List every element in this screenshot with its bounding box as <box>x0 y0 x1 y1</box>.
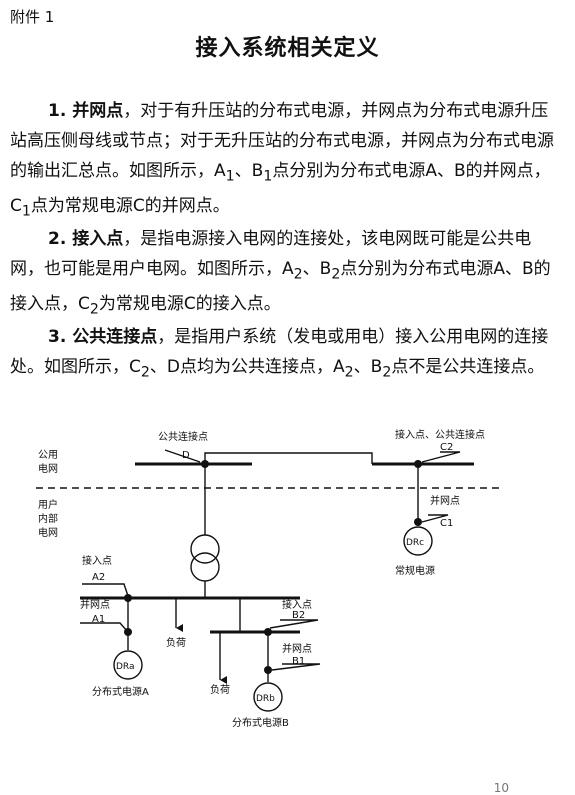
node-a1-label: A1 <box>92 614 105 625</box>
bus-connector <box>204 452 373 464</box>
node-c1-dot <box>414 518 422 526</box>
transformer-winding-upper <box>190 534 220 564</box>
user-grid-label-3: 电网 <box>38 526 58 539</box>
page-number: 10 <box>493 781 509 795</box>
definition-paragraph-3: 3. 公共连接点，是指用户系统（发电或用电）接入公用电网的连接处。如图所示，C2… <box>10 322 565 387</box>
leader-b2 <box>269 619 319 629</box>
source-c-caption: 常规电源 <box>395 564 435 577</box>
connection-diagram: 公用 电网 用户 内部 电网 公共连接点 D 接入点、公共连接点 C2 并网点 … <box>36 428 500 729</box>
source-b-caption: 分布式电源B <box>232 716 289 729</box>
node-b2-dot <box>264 628 272 636</box>
leader-a1 <box>80 622 129 633</box>
node-a2-dot <box>124 594 132 602</box>
node-b1-dot <box>264 666 272 674</box>
definition-body-2: ，是指电源接入电网的连接处，该电网既可能是公共电网，也可能是用户电网。如图所示，… <box>10 229 551 318</box>
node-b1-label: B1 <box>292 656 305 667</box>
transformer-winding-lower <box>190 552 220 582</box>
term-access-point: 2. 接入点 <box>48 229 124 249</box>
node-d-label: D <box>182 450 190 461</box>
node-d-dot <box>201 460 209 468</box>
node-c2-dot <box>414 460 422 468</box>
leader-b1 <box>271 663 321 671</box>
definition-body-3: ，是指用户系统（发电或用电）接入公用电网的连接处。如图所示，C2、D点均为公共连… <box>10 327 549 381</box>
public-grid-label-1: 公用 <box>38 450 58 461</box>
public-grid-label-2: 电网 <box>38 462 58 475</box>
grid-connection-label-b: 并网点 <box>282 642 312 655</box>
source-a-circle <box>113 650 143 680</box>
document-title: 接入系统相关定义 <box>195 36 380 61</box>
definition-body-1: ，对于有升压站的分布式电源，并网点为分布式电源升压站高压侧母线或节点；对于无升压… <box>10 101 554 220</box>
load-2-label: 负荷 <box>210 683 230 696</box>
user-grid-label-2: 内部 <box>38 512 58 525</box>
leader-c1 <box>421 514 449 523</box>
source-b-symbol: DRb <box>256 694 275 704</box>
source-a-caption: 分布式电源A <box>92 685 149 698</box>
grid-connection-label-c: 并网点 <box>430 494 460 507</box>
load-1-label: 负荷 <box>166 636 186 649</box>
definition-paragraph-2: 2. 接入点，是指电源接入电网的连接处，该电网既可能是公共电网，也可能是用户电网… <box>10 224 565 325</box>
source-c-circle <box>403 526 433 556</box>
node-a1-dot <box>124 628 132 636</box>
node-a2-label: A2 <box>92 572 105 583</box>
source-a-symbol: DRa <box>116 662 135 672</box>
access-label-b: 接入点 <box>282 598 312 611</box>
leader-c2 <box>421 451 461 463</box>
term-grid-connection-point: 1. 并网点 <box>48 101 124 121</box>
definition-paragraph-1: 1. 并网点，对于有升压站的分布式电源，并网点为分布式电源升压站高压侧母线或节点… <box>10 96 565 227</box>
source-b-circle <box>253 682 283 712</box>
attachment-label: 附件 1 <box>10 8 55 26</box>
node-c1-label: C1 <box>440 518 453 529</box>
node-b2-label: B2 <box>292 610 305 621</box>
grid-connection-label-a: 并网点 <box>80 598 110 611</box>
term-common-coupling-point: 3. 公共连接点 <box>48 327 158 347</box>
pcc-label: 公共连接点 <box>158 430 208 443</box>
node-c2-label: C2 <box>440 442 453 453</box>
access-pcc-label: 接入点、公共连接点 <box>395 428 485 441</box>
user-grid-label-1: 用户 <box>38 498 58 511</box>
access-label-a: 接入点 <box>82 554 112 567</box>
source-c-symbol: DRc <box>406 538 424 548</box>
leader-d <box>164 449 201 463</box>
leader-a2 <box>82 583 129 597</box>
